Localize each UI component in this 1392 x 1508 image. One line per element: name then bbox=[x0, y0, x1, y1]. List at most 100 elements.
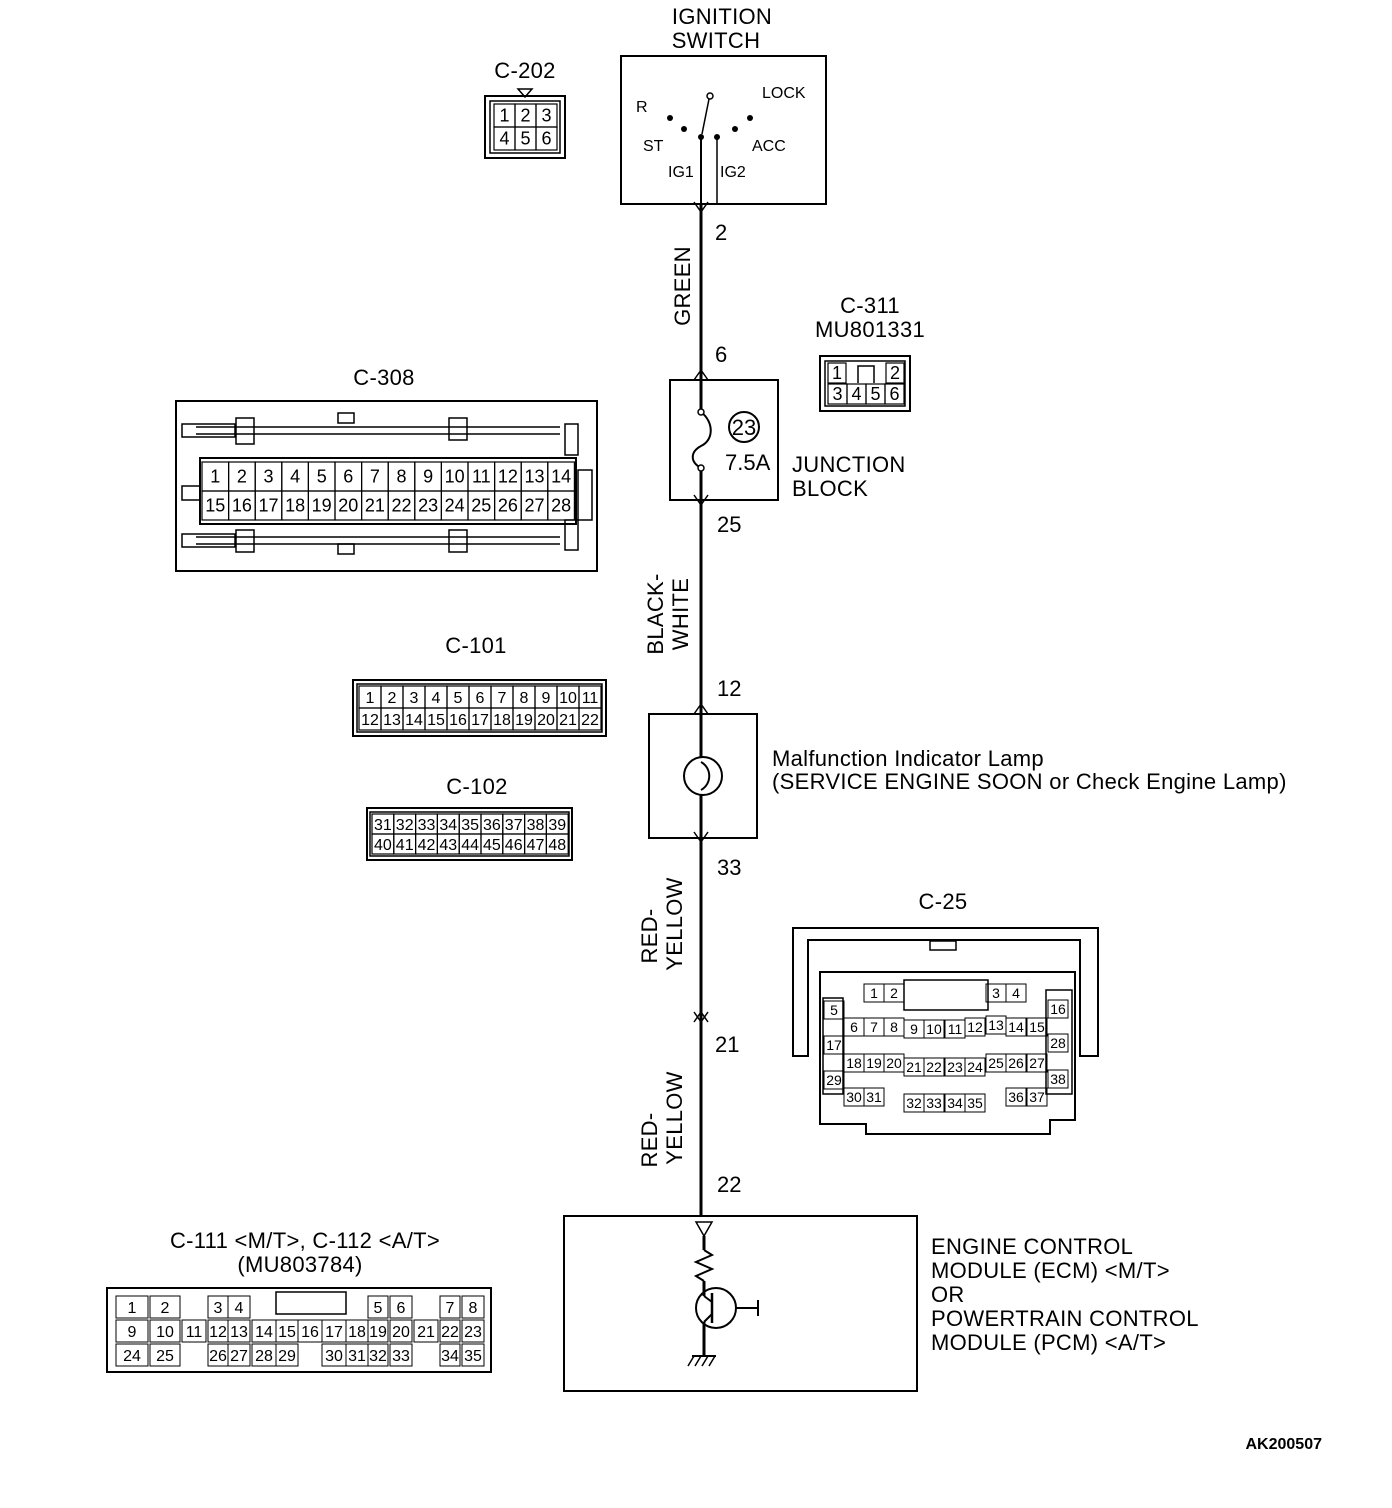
ignition-switch-box bbox=[620, 55, 827, 205]
pin-number: 33 bbox=[392, 1348, 410, 1365]
pin-cell bbox=[923, 1057, 945, 1077]
pin-number: 3 bbox=[263, 467, 273, 487]
pin-number: 30 bbox=[325, 1348, 343, 1365]
pin-number: 16 bbox=[449, 712, 467, 729]
pin-cell bbox=[823, 1035, 845, 1055]
pin-number: 12 bbox=[361, 712, 379, 729]
pin-number: 19 bbox=[312, 496, 332, 516]
pin-number: 4 bbox=[432, 690, 441, 707]
pin-number: 35 bbox=[461, 817, 479, 834]
pin-cell bbox=[439, 1343, 461, 1367]
pin-number: 35 bbox=[464, 1348, 482, 1365]
pin-number: 46 bbox=[505, 837, 523, 854]
pin-number: 15 bbox=[278, 1324, 296, 1341]
pin-number: 9 bbox=[542, 690, 551, 707]
ground-icon bbox=[687, 1355, 716, 1367]
pin-number: 20 bbox=[886, 1055, 902, 1071]
pin-number: 7 bbox=[498, 690, 507, 707]
pin-cell bbox=[227, 1319, 251, 1343]
pin-number: 13 bbox=[230, 1324, 248, 1341]
ignition-switch-contacts-icon bbox=[667, 92, 753, 204]
pin-cell bbox=[461, 1295, 485, 1319]
pin-number: 20 bbox=[338, 496, 358, 516]
pin-cell bbox=[149, 1295, 181, 1319]
ign-pos-r: R bbox=[636, 99, 648, 116]
ign-pos-acc: ACC bbox=[752, 138, 786, 155]
pin-number: 9 bbox=[910, 1021, 918, 1037]
mil-label-line2: (SERVICE ENGINE SOON or Check Engine Lam… bbox=[772, 769, 1287, 794]
pin-number: 19 bbox=[515, 712, 533, 729]
pin-cell bbox=[1026, 1053, 1048, 1073]
pin-cell bbox=[389, 1343, 413, 1367]
c111-part: (MU803784) bbox=[237, 1252, 362, 1277]
pin-number: 3 bbox=[992, 985, 1000, 1001]
pin-number: 14 bbox=[1008, 1019, 1024, 1035]
pin-number: 1 bbox=[870, 985, 878, 1001]
ign-pos-ig2: IG2 bbox=[720, 164, 746, 181]
lamp-icon bbox=[683, 756, 723, 796]
pin-cell bbox=[535, 126, 558, 151]
c202-name: C-202 bbox=[494, 58, 555, 83]
pin-number: 9 bbox=[423, 467, 433, 487]
pin-cell bbox=[1047, 1069, 1069, 1089]
pin-number: 21 bbox=[559, 712, 577, 729]
engine-control-module: ENGINE CONTROL MODULE (ECM) <M/T> OR POW… bbox=[563, 1215, 1198, 1392]
pin-number: 2 bbox=[388, 690, 397, 707]
pin-number: 17 bbox=[258, 496, 278, 516]
chevron-icon bbox=[693, 494, 709, 507]
mil-box bbox=[648, 713, 758, 839]
pin-number: 38 bbox=[1050, 1071, 1066, 1087]
pin-cell bbox=[923, 1019, 945, 1039]
pin-number: 18 bbox=[348, 1324, 366, 1341]
chevron-icon bbox=[693, 1010, 709, 1023]
wire-color-green: GREEN bbox=[670, 246, 695, 326]
pin-number: 1 bbox=[832, 363, 842, 383]
pin-number: 19 bbox=[866, 1055, 882, 1071]
pin-number: 3 bbox=[541, 106, 551, 126]
pin-number: 5 bbox=[374, 1300, 383, 1317]
mil-label-line1: Malfunction Indicator Lamp bbox=[772, 746, 1044, 771]
pin-cell bbox=[1005, 1017, 1027, 1037]
fuse-rating: 7.5A bbox=[725, 450, 771, 475]
pin-number: 7 bbox=[370, 467, 380, 487]
pin-cell bbox=[1047, 1033, 1069, 1053]
pin-number: 35 bbox=[967, 1095, 983, 1111]
ecm-label-line5: MODULE (PCM) <A/T> bbox=[931, 1330, 1166, 1355]
pin-number: 6 bbox=[889, 384, 899, 404]
wire-color-red-2: RED- bbox=[637, 1113, 662, 1168]
malfunction-indicator-lamp: Malfunction Indicator Lamp (SERVICE ENGI… bbox=[648, 713, 1287, 839]
pin-number: 39 bbox=[548, 817, 566, 834]
pin-cell bbox=[1005, 1053, 1027, 1073]
pin-number: 18 bbox=[846, 1055, 862, 1071]
pin-number: 25 bbox=[471, 496, 491, 516]
ignition-switch: IGNITION SWITCH R LOCK ST ACC IG1 IG2 bbox=[620, 4, 827, 205]
junction-block: 23 7.5A JUNCTION BLOCK bbox=[669, 379, 905, 501]
chevron-icon bbox=[693, 1011, 709, 1024]
wire-color-white: WHITE bbox=[668, 578, 693, 650]
chevron-icon bbox=[693, 201, 709, 214]
pin-cell bbox=[367, 1319, 389, 1343]
pin-number: 21 bbox=[906, 1059, 922, 1075]
fuse-number-circle bbox=[728, 411, 760, 443]
pin-number: 23 bbox=[418, 496, 438, 516]
pin-cell bbox=[367, 1343, 389, 1367]
pin-cell bbox=[367, 1295, 389, 1319]
pin-number: 7 bbox=[870, 1019, 878, 1035]
pin-number: 3 bbox=[410, 690, 419, 707]
pin-number: 12 bbox=[967, 1019, 983, 1035]
pin-number: 11 bbox=[186, 1324, 203, 1341]
pin-number: 25 bbox=[988, 1055, 1004, 1071]
pin-cell bbox=[181, 1319, 207, 1343]
pin-number: 17 bbox=[826, 1037, 842, 1053]
pin-number: 15 bbox=[1029, 1019, 1045, 1035]
pin-number: 14 bbox=[405, 712, 423, 729]
resistor-icon bbox=[693, 1249, 715, 1282]
pin-number: 4 bbox=[1012, 985, 1020, 1001]
pin-number: 1 bbox=[499, 106, 509, 126]
